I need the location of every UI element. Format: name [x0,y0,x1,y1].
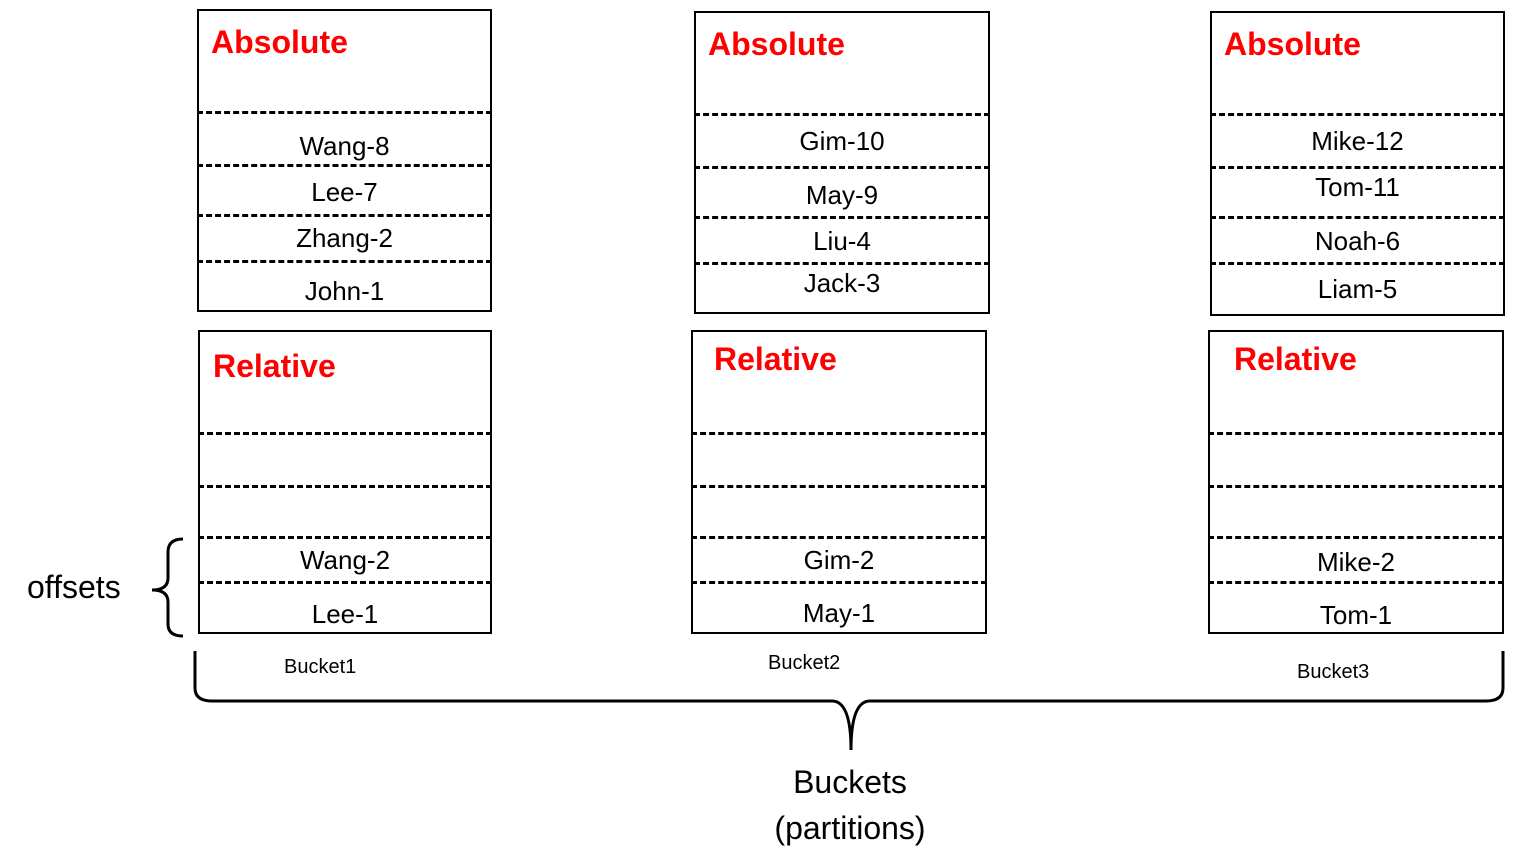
offsets-brace [151,537,184,638]
divider [1210,113,1505,116]
bucket2-relative-box: Relative Gim-2 May-1 [691,330,987,634]
divider [691,432,987,435]
bucket-label: Bucket3 [1297,661,1370,683]
relative-heading: Relative [213,348,336,384]
entry-cell: Jack-3 [803,268,881,298]
divider [1210,166,1505,169]
entry-cell: Liam-5 [1317,274,1398,304]
divider [691,536,987,539]
entry-cell: Noah-6 [1314,226,1401,256]
divider [1208,485,1504,488]
entry-cell: Tom-11 [1315,172,1400,202]
entry-cell: Liu-4 [813,226,871,256]
divider [691,581,987,584]
divider [694,262,990,265]
divider [197,214,492,217]
divider [197,164,492,167]
divider [1210,262,1505,265]
entry-cell: Mike-2 [1316,547,1395,577]
bucket1-absolute-box: Absolute Wang-8 Lee-7 Zhang-2 John-1 [197,9,492,312]
relative-heading: Relative [1234,341,1357,377]
entry-cell: John-1 [304,276,385,306]
entry-cell: Lee-7 [311,177,378,207]
bucket3-absolute-box: Absolute Mike-12 Tom-11 Noah-6 Liam-5 [1210,11,1505,316]
divider [694,166,990,169]
divider [694,216,990,219]
divider [1208,536,1504,539]
entry-cell: Lee-1 [311,599,379,629]
bucket-label: Bucket2 [768,652,841,674]
divider [1210,216,1505,219]
bucket2-absolute-box: Absolute Gim-10 May-9 Liu-4 Jack-3 [694,11,990,314]
entry-cell: Mike-12 [1311,126,1404,156]
absolute-heading: Absolute [1224,26,1361,62]
divider [1208,581,1504,584]
buckets-title: Buckets [793,764,907,800]
entry-cell: Tom-1 [1319,600,1393,630]
divider [198,432,492,435]
absolute-heading: Absolute [708,26,845,62]
buckets-subtitle: (partitions) [774,810,926,846]
entry-cell: Wang-8 [299,131,390,161]
buckets-brace [193,651,1505,751]
divider [694,113,990,116]
offsets-label: offsets [27,569,121,605]
entry-cell: May-1 [802,598,876,628]
bucket1-relative-box: Relative Wang-2 Lee-1 [198,330,492,634]
divider [198,581,492,584]
entry-cell: Zhang-2 [296,223,393,253]
bucket-label: Bucket1 [284,656,357,678]
relative-heading: Relative [714,341,837,377]
entry-cell: Gim-2 [803,545,875,575]
entry-cell: Wang-2 [299,545,391,575]
entry-cell: Gim-10 [799,126,885,156]
divider [691,485,987,488]
absolute-heading: Absolute [211,24,348,60]
divider [197,111,492,114]
divider [198,536,492,539]
divider [198,485,492,488]
entry-cell: May-9 [805,180,879,210]
divider [197,260,492,263]
bucket3-relative-box: Relative Mike-2 Tom-1 [1208,330,1504,634]
divider [1208,432,1504,435]
